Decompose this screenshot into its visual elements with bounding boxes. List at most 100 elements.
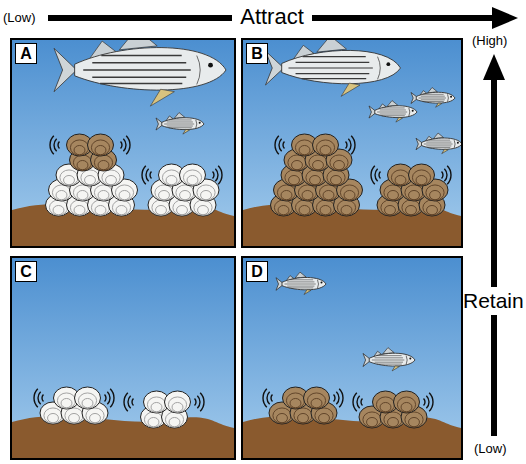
fish-stripe — [302, 78, 367, 79]
fish-body — [369, 353, 415, 366]
shell-ridge — [56, 190, 67, 199]
shell-ridge — [94, 155, 112, 170]
axis-label: Retain — [463, 287, 524, 315]
shell-ridge — [74, 145, 85, 154]
live-oyster — [394, 391, 420, 413]
shell-ridge — [307, 393, 325, 408]
fish-stripe — [423, 101, 444, 102]
fish-body — [282, 277, 326, 289]
shell-ridge — [316, 200, 334, 215]
fish-stripe — [382, 107, 404, 108]
sound-wave — [271, 394, 272, 401]
shell-ridge — [274, 200, 292, 215]
dead-shell — [180, 164, 206, 186]
shell-ridge — [53, 205, 64, 214]
shell-ridge — [315, 408, 333, 423]
fish-body — [282, 50, 401, 83]
live-oyster — [304, 387, 330, 409]
fish-stripe — [375, 362, 403, 363]
live-oyster — [88, 134, 114, 156]
shell-ridge — [116, 205, 127, 214]
shell-ridge — [286, 393, 304, 408]
shell-ridge — [292, 160, 303, 169]
striped-bass — [266, 40, 401, 96]
shell-ridge — [98, 190, 109, 199]
sound-wave — [200, 393, 204, 411]
shell-ridge — [290, 398, 301, 407]
fish-tail — [266, 51, 284, 85]
sound-wave — [447, 166, 451, 184]
shell-ridge — [162, 170, 180, 185]
sound-wave — [275, 136, 279, 154]
sound-wave — [128, 396, 131, 409]
sound-wave — [426, 396, 429, 409]
shell-ridge — [115, 185, 133, 200]
shell-ridge — [405, 185, 423, 200]
shell-ridge — [159, 190, 170, 199]
fish-stripe — [290, 279, 313, 280]
shell-ridge — [294, 408, 312, 423]
fish-eye — [208, 63, 213, 68]
shell-ridge — [180, 190, 191, 199]
shell-ridge — [155, 185, 173, 200]
fish-body — [416, 92, 455, 103]
fish-stripe — [421, 96, 445, 97]
fish-stripe — [164, 124, 194, 125]
sound-wave — [336, 392, 339, 405]
fish-stripe — [287, 286, 314, 287]
fish-stripe — [287, 281, 314, 282]
shell-ridge — [388, 190, 399, 199]
sound-wave — [357, 396, 360, 409]
fish-body — [422, 138, 461, 149]
shell-ridge — [70, 140, 88, 155]
sound-wave — [146, 169, 149, 182]
fish-eye — [412, 110, 414, 112]
shell-ridge — [82, 398, 93, 407]
sound-wave — [379, 171, 380, 178]
reef-scene — [12, 40, 234, 246]
shell-ridge — [409, 417, 420, 426]
shell-ridge — [177, 205, 188, 214]
shell-ridge — [273, 408, 291, 423]
striped-bass — [54, 40, 226, 106]
shell-ridge — [147, 397, 165, 412]
fish-eye — [386, 62, 390, 66]
fish-pelvic-fin — [304, 290, 311, 295]
fish-gill — [197, 56, 200, 85]
fish-stripe — [92, 76, 186, 78]
water — [243, 258, 461, 458]
shell-ridge — [144, 412, 162, 427]
fish-stripe — [375, 357, 403, 358]
fish-stripe — [296, 62, 370, 63]
sound-wave — [121, 141, 122, 148]
shell-ridge — [334, 160, 345, 169]
fish-stripe — [377, 364, 402, 365]
fish-stripe — [421, 99, 445, 100]
sound-wave — [444, 169, 447, 182]
shell-ridge — [316, 140, 334, 155]
shell-ridge — [183, 170, 201, 185]
sound-wave — [334, 394, 335, 401]
shell-body — [304, 387, 330, 409]
striped-bass — [156, 113, 204, 135]
shell-ridge — [319, 413, 330, 422]
shell-ridge — [95, 205, 106, 214]
fish-stripe — [296, 73, 370, 74]
shell-ridge — [277, 185, 295, 200]
striped-bass — [363, 348, 415, 371]
water — [12, 40, 234, 246]
shell-ridge — [85, 175, 96, 184]
shell-ridge — [94, 185, 112, 200]
panel-letter: C — [15, 261, 37, 282]
sound-wave — [195, 398, 196, 405]
sound-wave — [38, 392, 41, 405]
fish-stripe — [169, 127, 192, 128]
fish-gill — [408, 108, 410, 116]
fish-pelvic-fin — [341, 83, 360, 96]
shell-ridge — [337, 200, 355, 215]
panel-letter: A — [15, 43, 37, 64]
shell-ridge — [166, 175, 177, 184]
shell-ridge — [73, 155, 91, 170]
reef-scene — [243, 40, 461, 246]
shell-ridge — [299, 205, 310, 214]
